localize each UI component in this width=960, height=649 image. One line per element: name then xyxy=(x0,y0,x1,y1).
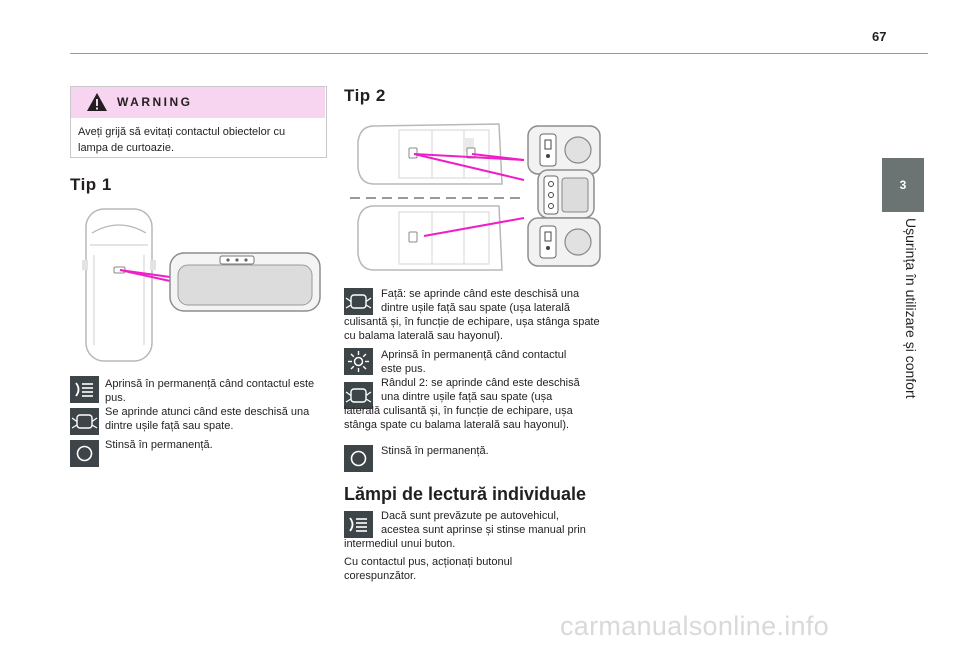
tip1-text-on: Aprinsă în permanență când contactul est… xyxy=(105,378,315,404)
door-open-icon xyxy=(344,288,373,315)
chapter-number: 3 xyxy=(899,178,907,192)
watermark: carmanualsonline.info xyxy=(560,611,829,641)
warning-box xyxy=(70,86,327,158)
warning-label: WARNING xyxy=(117,95,193,109)
tip2-on-line2: este pus. xyxy=(381,363,426,375)
tip1-illustration xyxy=(82,208,321,362)
reading-lamps-line2: acestea sunt aprinse și stinse manual pr… xyxy=(381,524,586,536)
page-number: 67 xyxy=(872,29,887,44)
chapter-title: Ușurința în utilizare și confort xyxy=(903,218,919,399)
door-open-icon xyxy=(344,382,373,409)
tip2-front-rest: culisantă și, în funcție de echipare, uș… xyxy=(344,316,600,342)
sun-icon xyxy=(344,348,373,375)
door-open-icon xyxy=(70,408,99,435)
tip1-text-door: Se aprinde atunci când este deschisă una… xyxy=(105,406,310,432)
reading-lamps-rest1: intermediul unui buton. xyxy=(344,538,456,550)
tip2-row2-line2: una dintre ușile față sau spate (ușa xyxy=(381,391,553,403)
tip2-illustration xyxy=(350,123,601,271)
light-off-icon xyxy=(344,445,373,472)
warning-header xyxy=(71,87,325,118)
tip2-heading: Tip 2 xyxy=(344,86,386,105)
tip2-front-line1: Față: se aprinde când este deschisă una xyxy=(381,288,580,300)
warning-triangle-icon xyxy=(87,93,107,111)
tip2-row2-rest: laterală culisantă și, în funcție de ech… xyxy=(344,405,573,431)
tip1-text-off: Stinsă în permanență. xyxy=(105,439,213,451)
reading-lamps-heading: Lămpi de lectură individuale xyxy=(344,484,587,504)
tip1-heading: Tip 1 xyxy=(70,175,112,194)
reading-lamps-rest2: Cu contactul pus, acționați butonul core… xyxy=(344,556,513,582)
tip2-on-line1: Aprinsă în permanență când contactul xyxy=(381,349,567,361)
top-divider xyxy=(70,53,928,54)
tip2-row2-line1: Rândul 2: se aprinde când este deschisă xyxy=(381,377,580,389)
reading-lamps-line1: Dacă sunt prevăzute pe autovehicul, xyxy=(381,510,559,522)
chapter-tab xyxy=(882,158,924,212)
light-on-icon xyxy=(70,376,99,403)
tip2-front-line2: dintre ușile față sau spate (ușa lateral… xyxy=(381,302,570,314)
light-off-icon xyxy=(70,440,99,467)
light-on-icon xyxy=(344,511,373,538)
warning-text: Aveți grijă să evitați contactul obiecte… xyxy=(78,126,286,154)
tip2-off-text: Stinsă în permanență. xyxy=(381,445,489,457)
